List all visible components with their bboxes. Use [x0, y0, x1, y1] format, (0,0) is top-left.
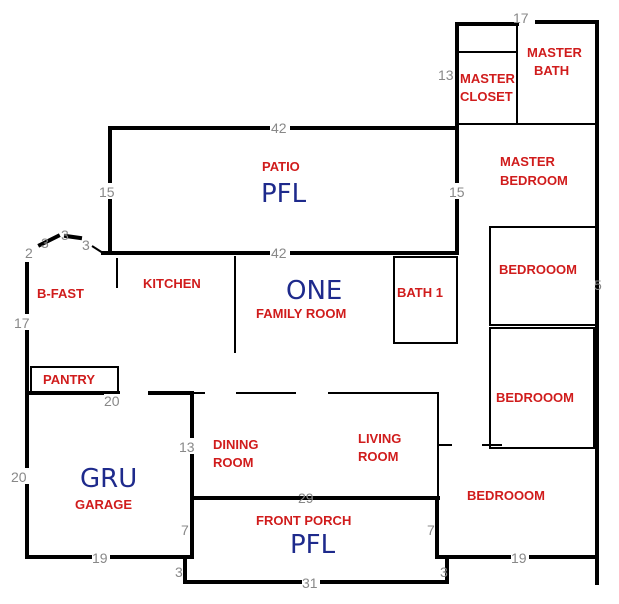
- dimension-label: 7: [181, 522, 189, 538]
- dimension-labels: 17 13 42 42 15 15 2 3 3 3 17 5 20 20 13 …: [11, 10, 602, 591]
- dimension-label: 20: [11, 469, 27, 485]
- bedroom-label: BEDROOOM: [496, 390, 574, 405]
- family-room-label: FAMILY ROOM: [256, 306, 346, 321]
- master-bath-label: MASTER: [527, 45, 583, 60]
- dimension-label: 3: [61, 227, 69, 243]
- dimension-label: 2: [25, 245, 33, 261]
- dimension-label: 31: [302, 575, 318, 591]
- gru-code-label: GRU: [80, 464, 137, 494]
- dining-label-2: ROOM: [213, 455, 253, 470]
- garage-label: GARAGE: [75, 497, 132, 512]
- room-labels: MASTER BATH MASTER CLOSET PATIO PFL MAST…: [37, 45, 583, 560]
- master-bedroom-label: MASTER: [500, 154, 556, 169]
- dimension-label: 3: [82, 237, 90, 253]
- dimension-label: 3: [175, 564, 183, 580]
- dimension-label: 42: [271, 245, 287, 261]
- patio-code-label: PFL: [261, 179, 307, 209]
- one-code-label: ONE: [286, 276, 342, 306]
- dimension-label: 3: [41, 235, 49, 251]
- dimension-label: 42: [271, 120, 287, 136]
- dimension-label: 19: [511, 550, 527, 566]
- dimension-label: 17: [14, 315, 30, 331]
- dimension-label: 15: [449, 184, 465, 200]
- master-closet-label: MASTER: [460, 71, 516, 86]
- porch-code-label: PFL: [290, 530, 336, 560]
- dining-label: DINING: [213, 437, 259, 452]
- bedroom-label: BEDROOOM: [467, 488, 545, 503]
- dimension-label: 3: [440, 564, 448, 580]
- living-label: LIVING: [358, 431, 401, 446]
- kitchen-label: KITCHEN: [143, 276, 201, 291]
- front-porch-label: FRONT PORCH: [256, 513, 351, 528]
- walls: [25, 20, 599, 585]
- dimension-label: 13: [179, 439, 195, 455]
- dimension-label: 29: [298, 490, 314, 506]
- master-closet-label-2: CLOSET: [460, 89, 513, 104]
- bedroom-label: BEDROOOM: [499, 262, 577, 277]
- master-bath-label-2: BATH: [534, 63, 569, 78]
- dimension-label: 7: [427, 522, 435, 538]
- dimension-label: 13: [438, 67, 454, 83]
- dimension-label: 19: [92, 550, 108, 566]
- patio-label: PATIO: [262, 159, 300, 174]
- bath1-label: BATH 1: [397, 285, 443, 300]
- dimension-label: 20: [104, 393, 120, 409]
- dimension-label: 15: [99, 184, 115, 200]
- master-bedroom-label-2: BEDROOM: [500, 173, 568, 188]
- dimension-label: 5: [594, 277, 602, 293]
- bfast-label: B-FAST: [37, 286, 84, 301]
- dimension-label: 17: [513, 10, 529, 26]
- living-label-2: ROOM: [358, 449, 398, 464]
- pantry-label: PANTRY: [43, 372, 95, 387]
